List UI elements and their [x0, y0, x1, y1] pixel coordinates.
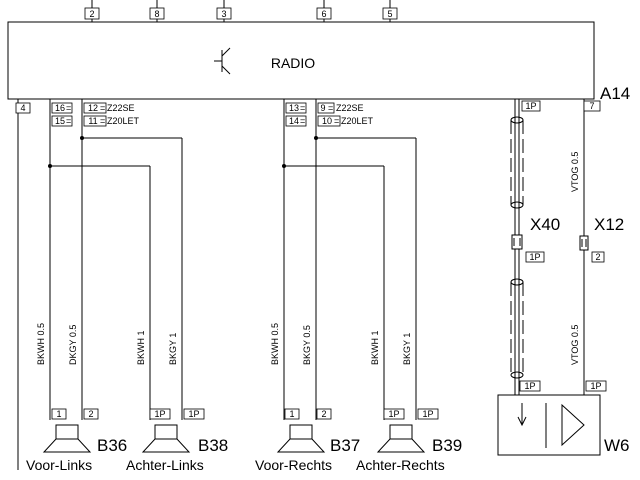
equals-mark: = — [100, 103, 105, 113]
connector-x12-label: X12 — [594, 215, 624, 234]
top-pin-label: 5 — [387, 9, 392, 19]
amplifier-icon — [545, 403, 585, 448]
speaker-pin: 1 — [56, 409, 61, 419]
speaker-icon — [42, 424, 92, 453]
speaker-ref: B38 — [198, 436, 228, 455]
wire-label: DKGY 0.5 — [68, 325, 78, 365]
pin-12-note: Z22SE — [107, 103, 135, 113]
speaker-b38: 1P 1P B38 Achter-Links — [126, 408, 228, 473]
pin-7-label: 7 — [589, 101, 594, 111]
radio-bottom-pins-right: 13 = 14 = 9 = Z22SE 10 = Z20LET — [285, 102, 374, 127]
transistor-symbol-icon — [214, 47, 231, 75]
pin-11-label: 11 — [88, 116, 97, 126]
wire-label: BKGY 1 — [168, 333, 178, 365]
speaker-pin: 2 — [321, 409, 326, 419]
equals-mark: = — [66, 116, 71, 126]
radio-ref-a14: A14 — [600, 84, 630, 103]
wire-label: BKWH 1 — [136, 330, 146, 365]
radio-unit-box — [7, 21, 595, 100]
equals-mark: = — [300, 103, 305, 113]
pin-15-label: 15 — [55, 116, 65, 126]
pin-14-label: 14 — [289, 116, 299, 126]
speaker-b37: 1 2 B37 Voor-Rechts — [255, 408, 360, 473]
radio-top-pins: 2 8 3 6 5 — [84, 0, 398, 22]
wire-label-vtog-bottom: VTOG 0.5 — [570, 325, 580, 365]
top-pin-label: 2 — [89, 9, 94, 19]
pin-4-label: 4 — [20, 103, 25, 113]
wire-label: BKWH 0.5 — [36, 323, 46, 365]
pin-16-label: 16 — [55, 103, 65, 113]
top-pin-label: 6 — [321, 9, 326, 19]
connector-x40-pin: 1P — [529, 252, 540, 262]
wire-label: BKWH 1 — [370, 330, 380, 365]
speaker-b36: 1 2 B36 Voor-Links — [26, 408, 127, 473]
speaker-icon — [276, 424, 326, 453]
speaker-pin: 1P — [422, 409, 433, 419]
speaker-position-label: Achter-Links — [126, 457, 204, 473]
pin-9-note: Z22SE — [336, 103, 364, 113]
antenna-module-w6: 1P 1P W6 — [497, 380, 630, 456]
connector-x12-pin: 2 — [595, 252, 600, 262]
speaker-ref: B39 — [432, 436, 462, 455]
wire-label-vtog-top: VTOG 0.5 — [570, 152, 580, 192]
module-ref: W6 — [604, 436, 630, 455]
top-pin-label: 8 — [154, 9, 159, 19]
speaker-ref: B36 — [97, 436, 127, 455]
equals-mark: = — [300, 116, 305, 126]
wire-label: BKGY 0.5 — [302, 325, 312, 365]
vtog-wire — [579, 99, 589, 395]
pin-11-note: Z20LET — [107, 116, 140, 126]
speaker-pin: 1P — [188, 409, 199, 419]
pin-1p-label: 1P — [525, 101, 536, 111]
equals-mark: = — [334, 116, 339, 126]
module-pin: 1P — [590, 381, 601, 391]
right-speaker-wiring — [282, 99, 417, 420]
radio-bottom-pins-left: 4 16 = 15 = 12 = Z22SE 11 = Z20LET — [15, 102, 140, 127]
wire-label: BKGY 1 — [402, 333, 412, 365]
wire-label: BKWH 0.5 — [270, 323, 280, 365]
speaker-pin: 2 — [88, 409, 93, 419]
connector-x40-label: X40 — [530, 215, 560, 234]
speaker-b39: 1P 1P B39 Achter-Rechts — [356, 408, 462, 473]
radio-title: RADIO — [271, 55, 315, 71]
speaker-pin: 1 — [289, 409, 294, 419]
antenna-arrow-icon — [517, 403, 527, 427]
speaker-icon — [141, 424, 191, 453]
module-pin: 1P — [524, 381, 535, 391]
speaker-ref: B37 — [330, 436, 360, 455]
pin-9-label: 9 — [320, 103, 325, 113]
speaker-position-label: Voor-Links — [26, 457, 92, 473]
equals-mark: = — [328, 103, 333, 113]
speaker-pin: 1P — [154, 409, 165, 419]
speaker-icon — [376, 424, 426, 453]
left-speaker-wiring — [17, 99, 183, 470]
speaker-position-label: Voor-Rechts — [255, 457, 332, 473]
speaker-pin: 1P — [388, 409, 399, 419]
antenna-coax-line — [510, 99, 524, 395]
pin-10-note: Z20LET — [341, 116, 374, 126]
equals-mark: = — [100, 116, 105, 126]
pin-10-label: 10 — [322, 116, 332, 126]
pin-12-label: 12 — [88, 103, 98, 113]
speaker-position-label: Achter-Rechts — [356, 457, 445, 473]
top-pin-label: 3 — [221, 9, 226, 19]
equals-mark: = — [66, 103, 71, 113]
pin-13-label: 13 — [289, 103, 299, 113]
